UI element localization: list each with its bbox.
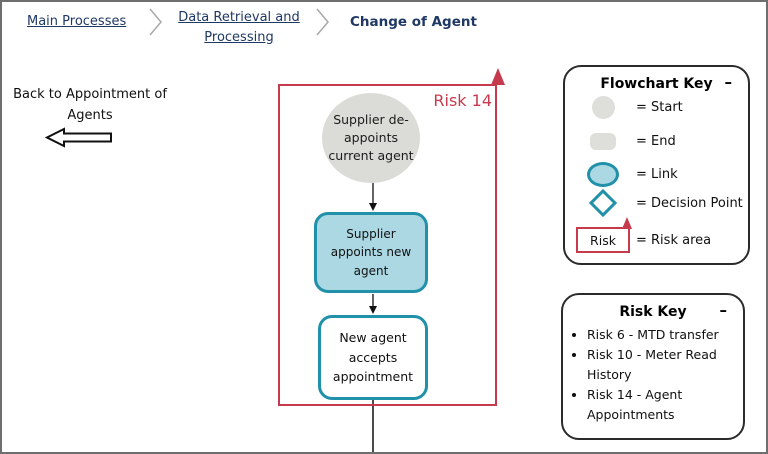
risk-key-title: Risk Key (619, 304, 687, 320)
key-item-end: = End (575, 133, 676, 150)
flow-arrow-icon (369, 183, 377, 211)
chevron-separator-icon (316, 8, 329, 36)
collapse-button[interactable]: – (724, 73, 733, 91)
key-item-decision: = Decision Point (575, 188, 743, 218)
risk-rect-text: Risk (590, 232, 616, 248)
risk-key-list: Risk 6 - MTD transfer Risk 10 - Meter Re… (563, 325, 743, 425)
link-ellipse-icon (587, 162, 619, 187)
risk-key-item: Risk 6 - MTD transfer (587, 325, 737, 345)
risk-area-label: Risk 14 (433, 91, 492, 110)
flowchart-key-panel: Flowchart Key – = Start = End = Link = D… (563, 65, 750, 265)
risk-key-item: Risk 10 - Meter Read History (587, 345, 737, 385)
risk-key-item: Risk 14 - Agent Appointments (587, 385, 737, 425)
key-item-label: = End (636, 134, 676, 149)
link-node-label: Supplier appoints new agent (330, 226, 412, 278)
risk-rect-icon: Risk (576, 217, 632, 253)
breadcrumb-link-data-retrieval-processing[interactable]: Data Retrieval and Processing (178, 10, 300, 45)
risk-area-outline (278, 84, 497, 406)
start-circle-icon (591, 96, 615, 119)
arrow-left-icon[interactable] (45, 127, 113, 149)
start-node-label: Supplier de-appoints current agent (328, 111, 414, 164)
breadcrumb-current-page: Change of Agent (350, 14, 477, 30)
key-item-risk-area: Risk = Risk area (575, 217, 712, 253)
key-item-label: = Link (636, 167, 678, 182)
risk-arrow-icon (491, 68, 505, 85)
link-node[interactable]: Supplier appoints new agent (314, 212, 428, 293)
key-item-label: = Decision Point (636, 195, 743, 211)
flowchart-key-title: Flowchart Key (600, 76, 713, 92)
key-item-label: = Start (636, 100, 683, 115)
risk-arrow-icon (622, 217, 632, 229)
breadcrumb-link-main-processes[interactable]: Main Processes (27, 14, 127, 29)
risk-key-panel: Risk Key – Risk 6 - MTD transfer Risk 10… (561, 293, 745, 440)
start-node: Supplier de-appoints current agent (322, 93, 420, 183)
key-item-link: = Link (575, 162, 678, 187)
collapse-button[interactable]: – (719, 301, 728, 319)
flow-connector-line (372, 398, 374, 452)
chevron-separator-icon (149, 8, 162, 36)
decision-diamond-icon (588, 188, 618, 218)
flow-arrow-icon (369, 294, 377, 314)
process-node: New agent accepts appointment (318, 315, 428, 400)
end-rounded-rect-icon (590, 133, 616, 150)
key-item-start: = Start (575, 96, 683, 119)
back-link-label[interactable]: Back to Appointment of Agents (13, 87, 167, 123)
process-node-label: New agent accepts appointment (332, 330, 414, 385)
key-item-label: = Risk area (636, 232, 712, 248)
back-navigation: Back to Appointment of Agents (8, 85, 172, 148)
